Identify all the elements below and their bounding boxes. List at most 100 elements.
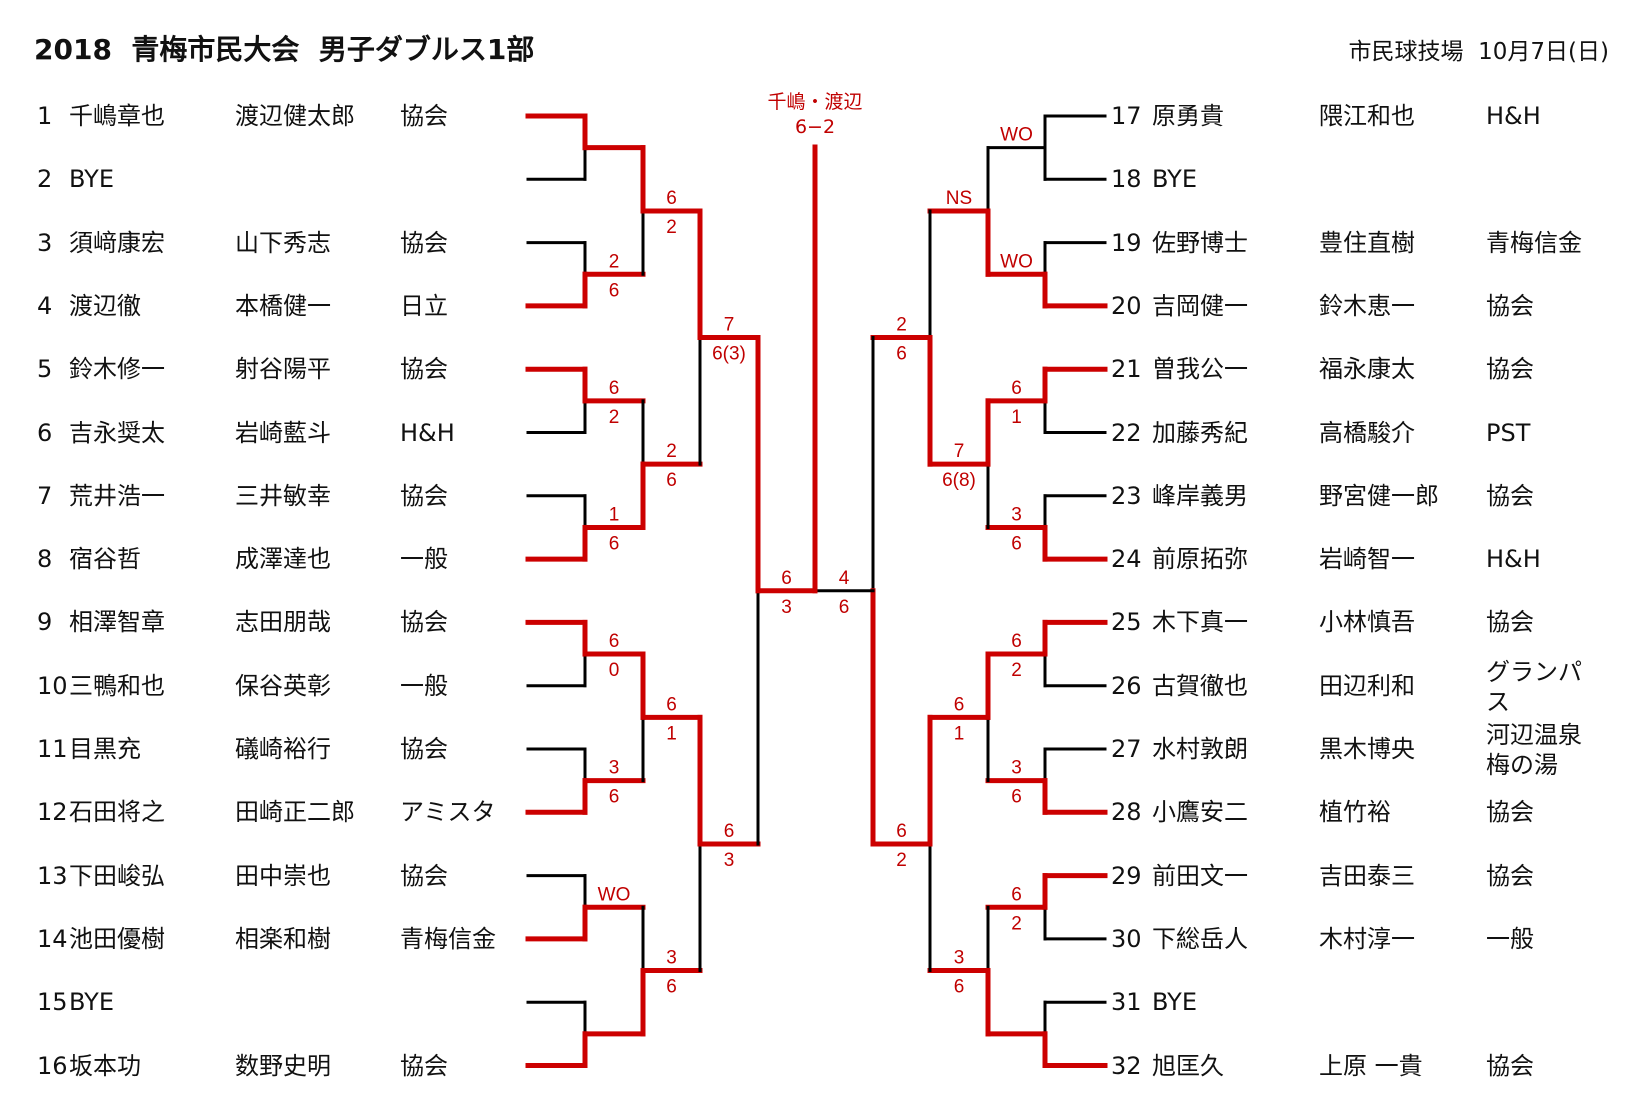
player-name-2: 吉田泰三 xyxy=(1319,861,1415,890)
player-name-1: 佐野博士 xyxy=(1152,228,1248,257)
seed-number: 13 xyxy=(37,861,68,890)
seed-number: 4 xyxy=(37,291,53,320)
seed-number: 11 xyxy=(37,735,68,763)
team-name: 協会 xyxy=(400,861,448,890)
player-name-1: 相澤智章 xyxy=(69,608,165,637)
player-name-2: 隈江和也 xyxy=(1319,102,1415,130)
score-bottom: 6(8) xyxy=(942,470,976,491)
page-title: 2018 青梅市民大会 男子ダブルス1部 xyxy=(34,33,535,66)
team-name: 協会 xyxy=(1486,291,1534,320)
score-bottom: 6 xyxy=(1011,787,1022,808)
player-name-1: 須﨑康宏 xyxy=(69,228,165,257)
seed-number: 1 xyxy=(37,102,53,130)
team-name: 青梅信金 xyxy=(1486,228,1582,257)
team-name: 日立 xyxy=(400,291,448,320)
player-name-2: 野宮健一郎 xyxy=(1319,481,1439,510)
seed-number: 20 xyxy=(1111,291,1142,320)
final-winner-label: 千嶋・渡辺 xyxy=(767,91,863,113)
player-name-1: 池田優樹 xyxy=(69,924,165,953)
team-name: アミスタ xyxy=(400,798,496,827)
venue-date: 市民球技場 10月7日(日) xyxy=(1348,39,1609,65)
player-name-2: 保谷英彰 xyxy=(235,671,331,700)
score-bottom: 2 xyxy=(666,217,677,238)
player-name-1: 吉永奨太 xyxy=(69,418,165,447)
seed-number: 30 xyxy=(1111,924,1142,953)
team-name: 河辺温泉梅の湯 xyxy=(1486,721,1582,779)
team-name: 協会 xyxy=(400,481,448,510)
score-top: WO xyxy=(1000,125,1033,146)
team-name: グランパス xyxy=(1486,657,1582,716)
score-top: 6 xyxy=(609,378,620,399)
player-name-2: 山下秀志 xyxy=(235,228,331,257)
player-name-1: BYE xyxy=(69,165,114,194)
seed-number: 7 xyxy=(37,481,53,510)
player-name-1: 下田峻弘 xyxy=(69,861,165,890)
seed-number: 10 xyxy=(37,671,68,700)
player-name-1: 鈴木修一 xyxy=(69,355,165,384)
score-bottom: 6 xyxy=(609,280,620,301)
player-name-1: 旭匡久 xyxy=(1152,1051,1224,1080)
team-name: 協会 xyxy=(1486,481,1534,510)
player-name-1: 荒井浩一 xyxy=(69,481,165,510)
seed-number: 31 xyxy=(1111,988,1142,1017)
team-name: 一般 xyxy=(400,545,448,574)
player-name-1: BYE xyxy=(1152,988,1197,1017)
seed-number: 28 xyxy=(1111,798,1142,827)
score-top: WO xyxy=(598,884,631,905)
player-name-2: 岩崎藍斗 xyxy=(235,418,331,447)
player-name-2: 木村淳一 xyxy=(1319,924,1415,953)
team-name: 協会 xyxy=(1486,608,1534,637)
score-top: 6 xyxy=(954,694,965,715)
player-name-1: 渡辺徹 xyxy=(69,291,141,320)
score-bottom: 6 xyxy=(666,470,677,491)
team-name: 協会 xyxy=(400,228,448,257)
team-name: 協会 xyxy=(400,355,448,384)
seed-number: 22 xyxy=(1111,418,1142,447)
player-name-1: 坂本功 xyxy=(69,1051,141,1080)
player-name-1: 前田文一 xyxy=(1152,861,1248,890)
player-name-2: 数野史明 xyxy=(235,1051,331,1080)
player-name-1: 石田将之 xyxy=(69,798,165,827)
score-bottom: 2 xyxy=(896,850,907,871)
seed-number: 23 xyxy=(1111,481,1142,510)
score-bottom: 6 xyxy=(1011,533,1022,554)
seed-number: 32 xyxy=(1111,1051,1142,1080)
player-name-2: 植竹裕 xyxy=(1319,798,1391,827)
player-name-1: 古賀徹也 xyxy=(1152,671,1248,700)
team-name: 協会 xyxy=(400,608,448,637)
player-name-2: 小林慎吾 xyxy=(1319,608,1415,637)
score-bottom: 2 xyxy=(1011,913,1022,934)
player-name-2: 黒木博央 xyxy=(1319,735,1415,763)
score-top: 3 xyxy=(609,758,620,779)
player-name-1: 目黒充 xyxy=(69,735,141,763)
team-name: 青梅信金 xyxy=(400,924,496,953)
player-name-1: 宿谷哲 xyxy=(69,545,141,574)
team-name: 協会 xyxy=(400,102,448,130)
player-name-1: 小鷹安二 xyxy=(1152,798,1248,827)
player-name-2: 渡辺健太郎 xyxy=(235,102,355,130)
score-bottom: 6 xyxy=(666,977,677,998)
player-name-1: 木下真一 xyxy=(1152,608,1248,637)
player-name-2: 礒崎裕行 xyxy=(235,735,331,763)
score-top: 6 xyxy=(781,568,792,589)
seed-number: 25 xyxy=(1111,608,1142,637)
score-bottom: 1 xyxy=(954,723,965,744)
player-name-1: 下総岳人 xyxy=(1152,924,1248,953)
player-name-1: 曽我公一 xyxy=(1152,355,1248,384)
team-name: PST xyxy=(1486,418,1531,447)
player-name-1: 吉岡健一 xyxy=(1152,291,1248,320)
player-name-2: 上原 一貴 xyxy=(1319,1051,1423,1080)
player-name-1: BYE xyxy=(69,988,114,1017)
seed-number: 18 xyxy=(1111,165,1142,194)
score-bottom: 1 xyxy=(666,723,677,744)
seed-number: 16 xyxy=(37,1051,68,1080)
score-bottom: 0 xyxy=(609,660,620,681)
player-name-1: 峰岸義男 xyxy=(1152,481,1248,510)
player-name-2: 鈴木恵一 xyxy=(1319,291,1415,320)
seed-number: 14 xyxy=(37,924,68,953)
seed-number: 17 xyxy=(1111,102,1142,130)
seed-number: 8 xyxy=(37,545,53,574)
score-top: 2 xyxy=(896,315,907,336)
seed-number: 15 xyxy=(37,988,68,1017)
